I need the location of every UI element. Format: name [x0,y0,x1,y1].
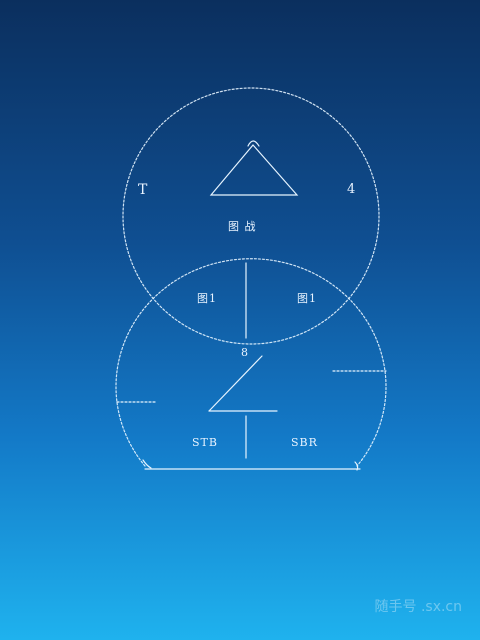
label-top-center: 图 战 [228,220,257,233]
triangle-tip-loop [247,140,260,147]
label-mid-left: 图1 [197,292,217,305]
label-bottom-right: SBR [291,436,318,449]
label-mid-right: 图1 [297,292,317,305]
watermark: 随手号 .sx.cn [374,599,463,615]
label-top-right: 4 [347,182,357,197]
label-top-left: T [138,182,149,198]
top-triangle [209,144,299,196]
label-bottom-left: STB [192,436,218,449]
angle-diagonal [208,355,263,412]
left-end-mark [142,459,152,469]
lower-arc [115,258,387,467]
upper-circle [122,87,380,345]
label-center-small: 8 [241,346,249,359]
right-end-mark [354,461,359,471]
